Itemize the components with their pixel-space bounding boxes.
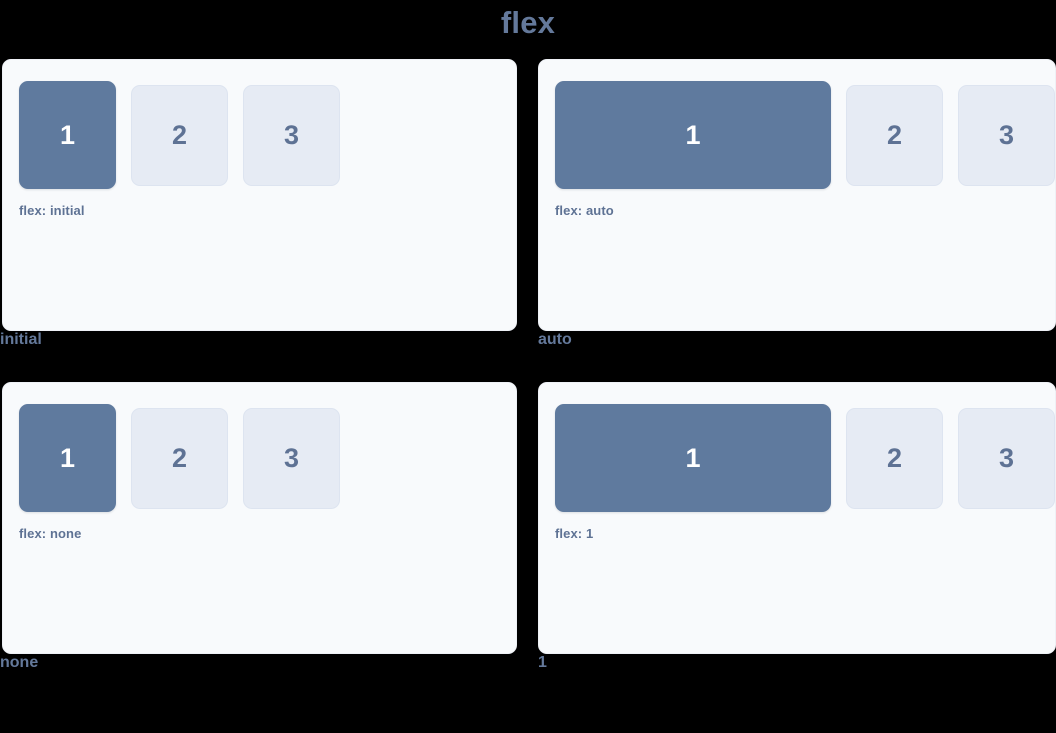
demo-caption-1: 1 <box>538 654 547 671</box>
demo-panel-1: 1 2 3 flex: 1 <box>538 382 1056 654</box>
demo-caption-initial: initial <box>0 331 42 348</box>
demo-panel-initial: 1 2 3 flex: initial <box>2 59 517 331</box>
flex-item-3: 3 <box>958 85 1055 186</box>
flex-item-2: 2 <box>131 85 228 186</box>
demo-caption-none: none <box>0 654 39 671</box>
flex-property-label: flex: 1 <box>555 526 594 541</box>
flex-item-2: 2 <box>846 85 943 186</box>
flex-item-1: 1 <box>555 404 831 512</box>
page-title: flex <box>500 5 556 40</box>
demo-cell-1: 1 2 3 flex: 1 1 <box>538 382 1056 672</box>
flex-container-initial: 1 2 3 <box>19 81 516 191</box>
flex-item-2: 2 <box>131 408 228 509</box>
flex-container-1: 1 2 3 <box>555 404 1055 514</box>
demo-cell-none: 1 2 3 flex: none none <box>0 382 517 672</box>
flex-container-none: 1 2 3 <box>19 404 516 514</box>
flex-item-1: 1 <box>19 404 116 512</box>
flex-property-label: flex: initial <box>19 203 85 218</box>
flex-item-2: 2 <box>846 408 943 509</box>
flex-container-auto: 1 2 3 <box>555 81 1055 191</box>
demo-caption-auto: auto <box>538 331 572 348</box>
flex-item-3: 3 <box>243 85 340 186</box>
flex-item-1: 1 <box>19 81 116 189</box>
flex-item-3: 3 <box>243 408 340 509</box>
flex-item-3: 3 <box>958 408 1055 509</box>
flex-property-label: flex: auto <box>555 203 614 218</box>
flex-property-label: flex: none <box>19 526 82 541</box>
demo-cell-auto: 1 2 3 flex: auto auto <box>538 59 1056 349</box>
flex-demo-grid: 1 2 3 flex: initial initial 1 2 3 flex: … <box>0 59 1056 672</box>
demo-panel-none: 1 2 3 flex: none <box>2 382 517 654</box>
demo-panel-auto: 1 2 3 flex: auto <box>538 59 1056 331</box>
demo-cell-initial: 1 2 3 flex: initial initial <box>0 59 517 349</box>
flex-item-1: 1 <box>555 81 831 189</box>
